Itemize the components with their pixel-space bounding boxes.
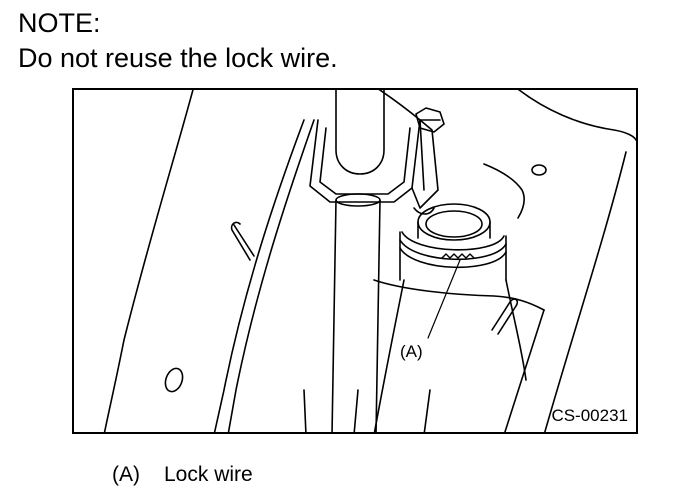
note-heading: NOTE: [18, 8, 101, 38]
note-text: Do not reuse the lock wire. [18, 43, 338, 73]
steering-joint-drawing [103, 90, 636, 432]
legend: (A) Lock wire [112, 462, 253, 488]
callout-label-a: (A) [400, 342, 423, 361]
figure-illustration: (A) CS-00231 [72, 88, 638, 434]
legend-label: Lock wire [164, 463, 253, 486]
figure-code: CS-00231 [551, 406, 628, 425]
legend-key: (A) [112, 463, 140, 486]
